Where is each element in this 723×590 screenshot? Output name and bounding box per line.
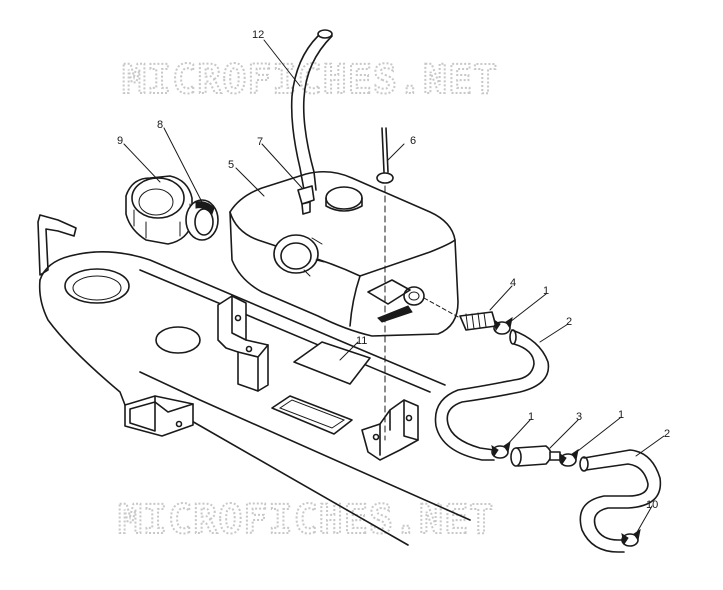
callout-5: 5 <box>228 159 234 171</box>
callout-1-middle-right: 1 <box>618 409 624 421</box>
oil-tank <box>229 170 459 337</box>
callout-11: 11 <box>356 335 367 347</box>
callout-2-lower: 2 <box>664 428 670 440</box>
callout-numbers: 12 9 8 7 5 6 4 1 2 11 1 3 1 2 10 <box>117 29 670 511</box>
callout-1-upper: 1 <box>543 285 549 297</box>
callout-3: 3 <box>576 411 582 423</box>
filler-cap <box>125 175 193 245</box>
callout-9: 9 <box>117 135 123 147</box>
oil-hose-lower <box>579 449 662 553</box>
callout-1-middle-left: 1 <box>528 411 534 423</box>
watermark-top: MICROFICHES.NET <box>122 57 498 103</box>
callout-12: 12 <box>252 29 264 41</box>
frame-chassis <box>37 214 471 546</box>
hose-clamp-middle-left <box>491 440 511 459</box>
inline-filter <box>510 445 561 467</box>
callout-8: 8 <box>157 119 163 131</box>
rubber-pad <box>293 341 371 385</box>
hose-clamp-lower <box>621 528 641 547</box>
callout-7: 7 <box>257 136 263 148</box>
callout-2-upper: 2 <box>566 316 572 328</box>
oil-hose-upper <box>434 329 550 461</box>
vent-fitting <box>297 185 315 215</box>
vent-hose <box>290 29 333 191</box>
callout-4: 4 <box>510 277 516 289</box>
callout-10: 10 <box>646 499 658 511</box>
cap-gasket <box>185 199 219 241</box>
callout-6: 6 <box>410 135 416 147</box>
watermark-bottom: MICROFICHES.NET <box>118 497 494 543</box>
leader-lines <box>123 39 665 535</box>
dipstick <box>376 127 394 441</box>
hose-clamp-upper <box>493 316 513 335</box>
